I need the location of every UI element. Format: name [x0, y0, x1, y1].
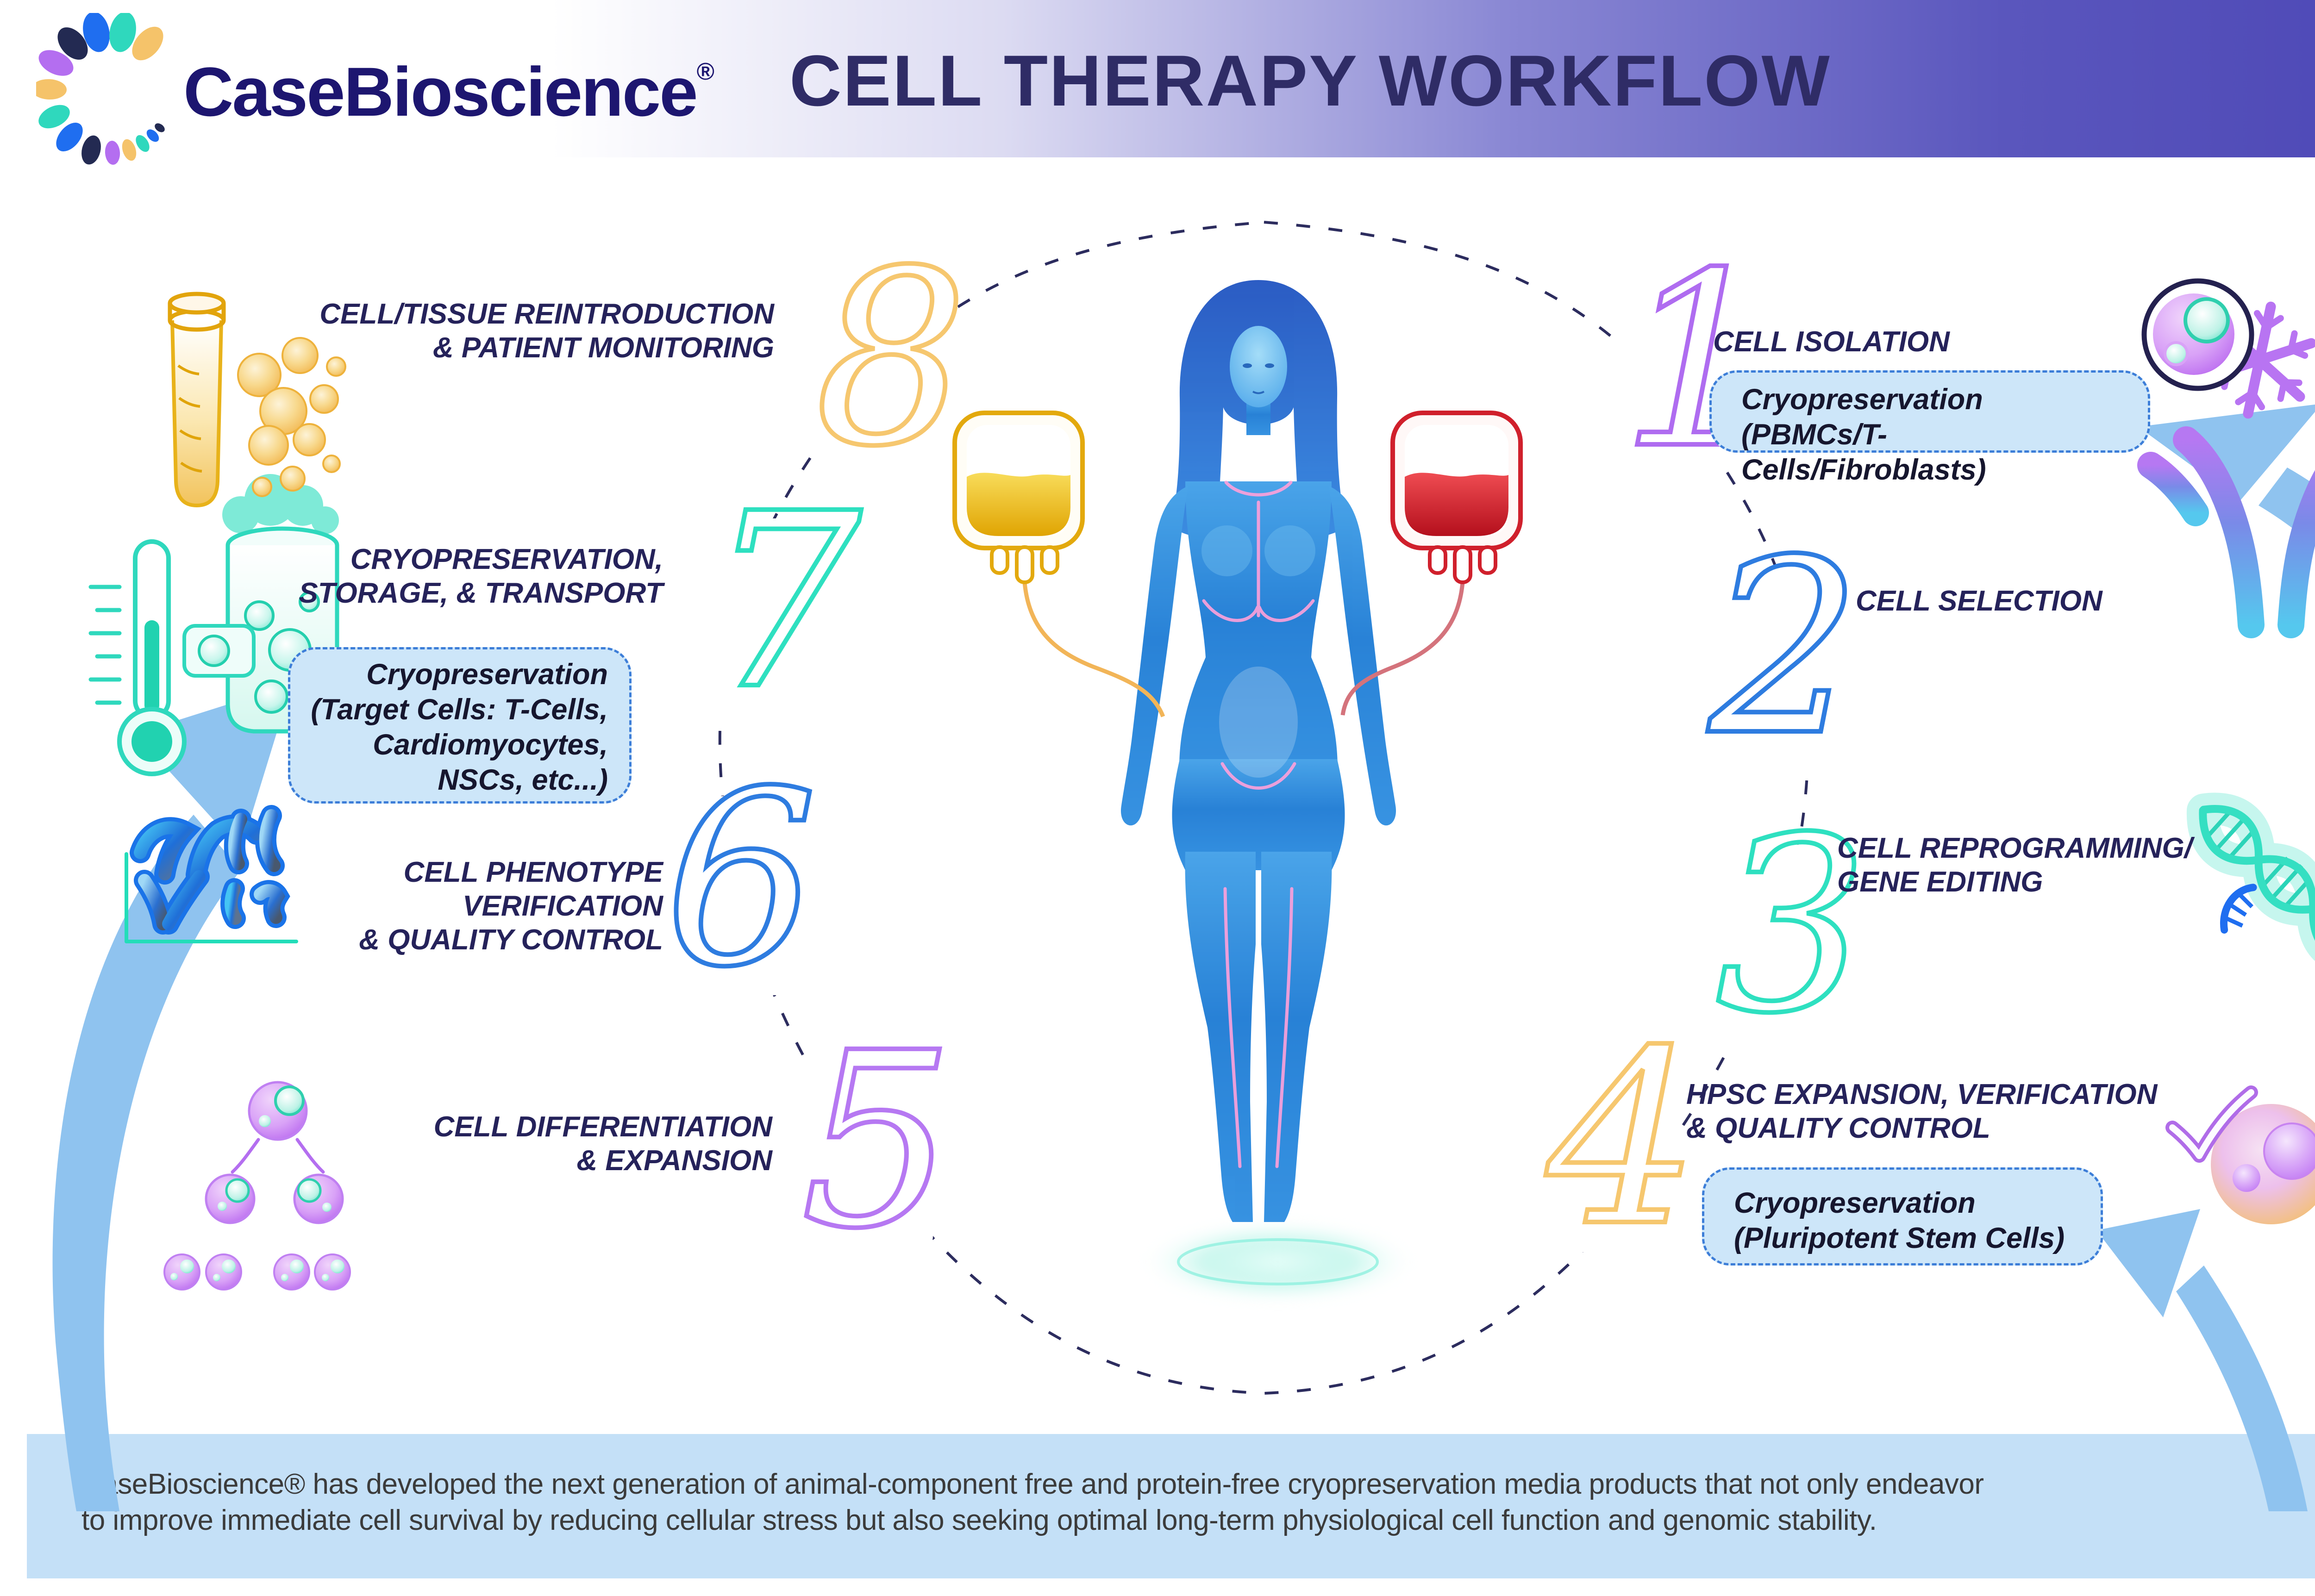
cell-differentiation-tree-icon	[163, 1081, 351, 1291]
step-6-number: 6	[662, 739, 820, 1020]
step-8-number: 8	[813, 218, 970, 499]
step-8-label: CELL/TISSUE REINTRODUCTION& PATIENT MONI…	[319, 298, 774, 364]
plasma-bag-yellow	[952, 411, 1165, 717]
checkmark-icon	[2165, 1085, 2258, 1163]
workflow-dashed-loop	[718, 220, 1810, 1395]
torso-limbs	[1120, 398, 1396, 1222]
step-7-cryo-callout: Cryopreservation (Target Cells: T-Cells,…	[288, 647, 632, 804]
step-5-label: CELL DIFFERENTIATION& EXPANSION	[433, 1111, 772, 1177]
logo-word-bold: Case	[183, 53, 345, 131]
footer-line-1: CaseBioscience® has developed the next g…	[81, 1468, 1984, 1500]
step-4-number: 4	[1544, 998, 1702, 1279]
anatomy-accent-lines	[1202, 480, 1315, 1168]
step-5-number: 5	[799, 1001, 957, 1281]
gene-edit-segment	[2220, 884, 2257, 934]
chromosomes-icon	[125, 805, 298, 943]
logo-word-light: Bioscience	[344, 53, 698, 131]
human-body-figure	[1120, 280, 1396, 1222]
step-3-number: 3	[1713, 786, 1871, 1066]
face	[1230, 326, 1287, 407]
step-7-label: CRYOPRESERVATION,STORAGE, & TRANSPORT	[299, 543, 663, 609]
step-2-label: CELL SELECTION	[1856, 585, 2102, 617]
registered-mark: ®	[696, 58, 714, 85]
step-4-cryo-callout: Cryopreservation (Pluripotent Stem Cells…	[1702, 1167, 2103, 1266]
glow-platform	[1139, 1220, 1417, 1303]
logo-dots-icon	[36, 13, 165, 165]
cell-in-circle-snowflake-icon	[2141, 278, 2315, 419]
blood-bag-red	[1340, 411, 1523, 716]
cryo-thermometer-vial-icon	[88, 474, 339, 776]
company-logo: CaseBioscience®	[36, 13, 714, 166]
header-gradient-band	[0, 0, 2315, 157]
step-4-label: HPSC EXPANSION, VERIFICATION& QUALITY CO…	[1686, 1079, 2158, 1144]
test-tube-cells-icon	[168, 292, 346, 508]
stem-cell-checkmark-icon	[2165, 1085, 2315, 1224]
page-title: CELL THERAPY WORKFLOW	[789, 41, 1831, 121]
logo-wordmark: CaseBioscience®	[183, 52, 714, 132]
step-1-label: CELL ISOLATION	[1713, 326, 1950, 358]
step-3-label: CELL REPROGRAMMING/GENE EDITING	[1837, 832, 2192, 898]
step-1-cryo-callout: Cryopreservation (PBMCs/T-Cells/Fibrobla…	[1709, 370, 2150, 486]
number-masks	[664, 275, 1845, 1254]
cryo-arrow-right-small	[2096, 1209, 2308, 1511]
antibody-icon	[2137, 426, 2315, 638]
face-features	[1243, 363, 1274, 394]
step-7-number: 7	[706, 461, 864, 742]
step-2-number: 2	[1706, 508, 1864, 788]
dna-helix-icon	[2187, 792, 2315, 1006]
footer-bar: CaseBioscience® has developed the next g…	[27, 1434, 2315, 1578]
footer-line-2: to improve immediate cell survival by re…	[81, 1504, 1877, 1536]
